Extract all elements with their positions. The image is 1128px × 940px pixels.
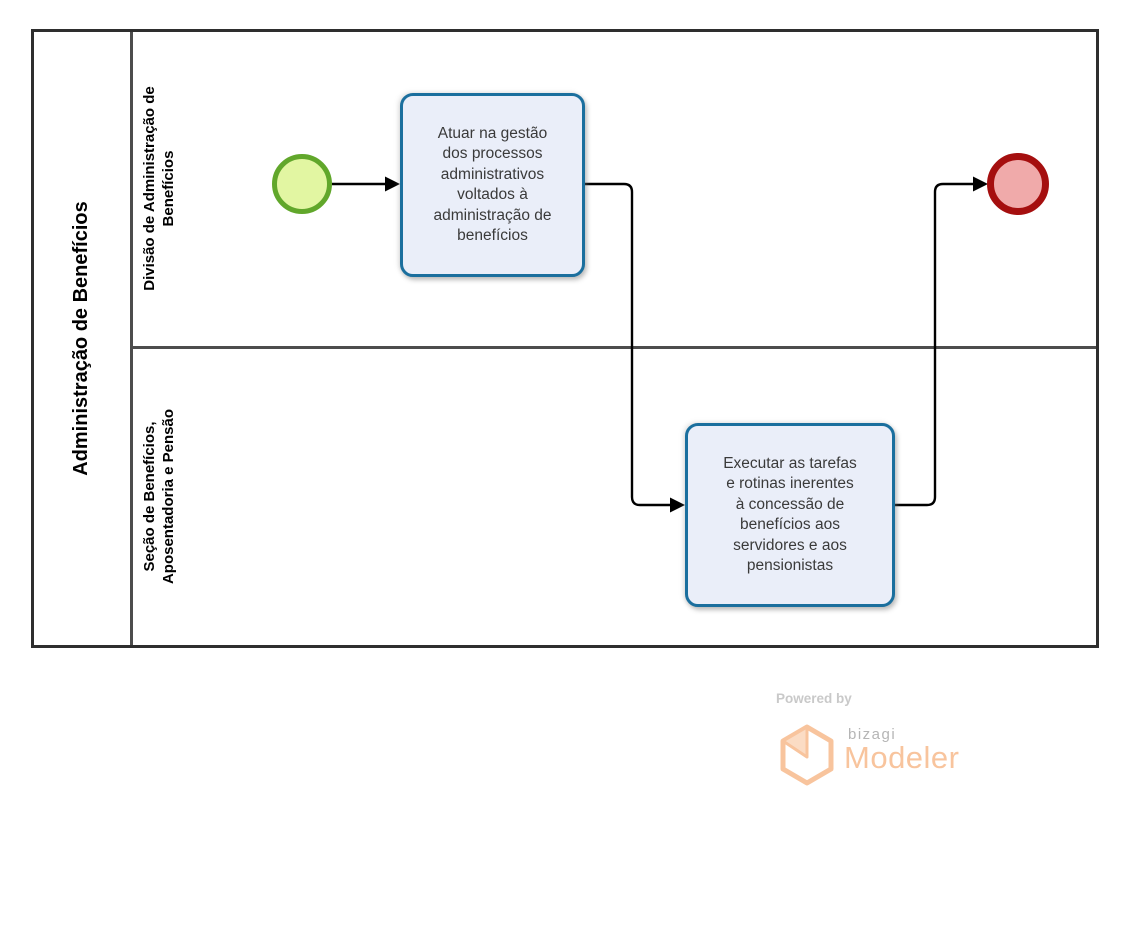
end-event	[987, 153, 1049, 215]
modeler-wordmark: Modeler	[844, 740, 960, 775]
powered-by-label: Powered by	[776, 691, 852, 706]
bizagi-wordmark: bizagi	[848, 726, 897, 743]
sequence-flow-task1-to-task2	[585, 182, 685, 513]
task-atuar-na-gestao: Atuar na gestão dos processos administra…	[400, 93, 585, 277]
lane-label-line: Aposentadoria e Pensão	[160, 408, 177, 585]
lane-divider	[133, 346, 1096, 349]
sequence-flow-task2-to-end	[895, 176, 988, 507]
lane-label-line: Benefícios	[160, 150, 177, 227]
pool-header-divider	[130, 32, 133, 645]
lane-label-line: Seção de Benefícios,	[141, 421, 158, 572]
lane-label-divisao: Divisão de Administração de Benefícios	[135, 32, 183, 345]
pool-border	[31, 29, 1099, 648]
sequence-flow-start-to-task1	[332, 176, 400, 192]
bizagi-logo-icon	[780, 724, 834, 786]
lane-label-line: Divisão de Administração de	[141, 86, 158, 291]
lane-label-secao: Seção de Benefícios, Aposentadoria e Pen…	[135, 348, 183, 645]
task-label: Atuar na gestão dos processos administra…	[433, 124, 552, 245]
start-event	[272, 154, 332, 214]
task-label: Executar as tarefas e rotinas inerentes …	[723, 454, 857, 575]
task-executar-tarefas: Executar as tarefas e rotinas inerentes …	[685, 423, 895, 607]
pool-title: Administração de Benefícios	[69, 201, 92, 476]
